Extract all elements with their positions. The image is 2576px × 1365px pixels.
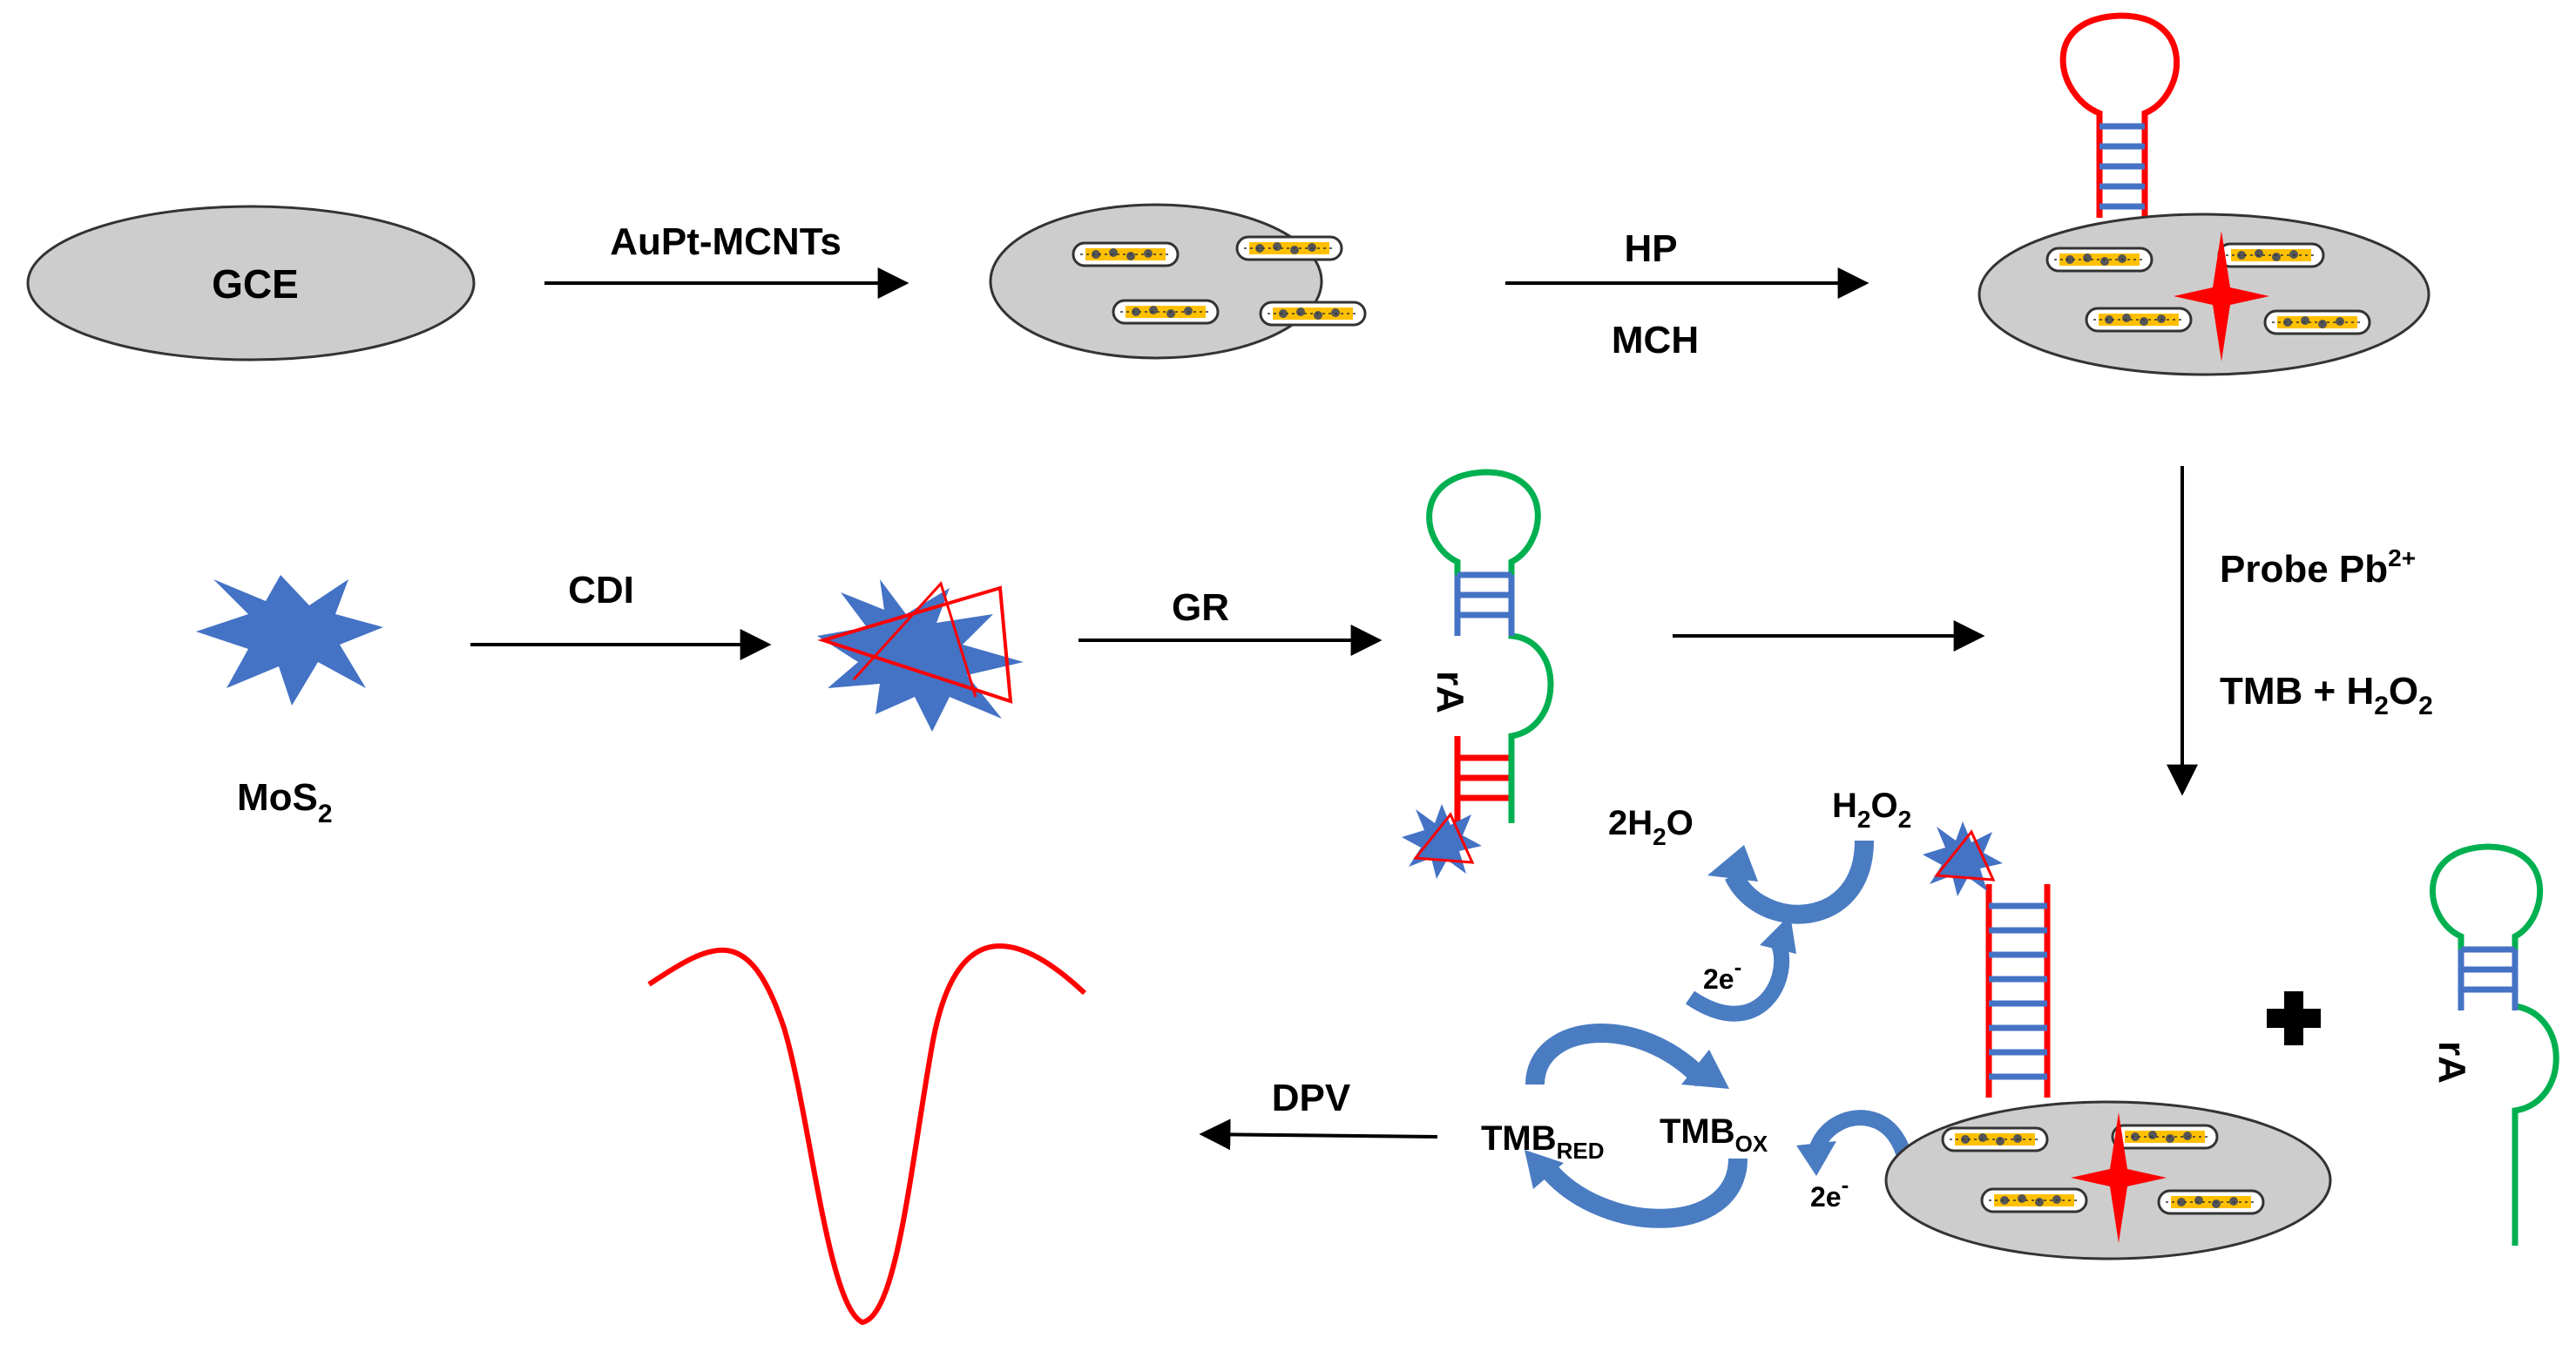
mos2-tag-icon (1400, 802, 1484, 881)
nanotube-icon (2217, 242, 2325, 268)
ra-label: rA (1429, 671, 1471, 713)
nanotube-icon (2085, 307, 2193, 333)
nanotube-icon (1235, 235, 1343, 261)
nanotube-icon (1259, 301, 1367, 327)
tmb-cycle-arrows (1525, 1024, 1748, 1228)
two-e-lower-label: 2e- (1810, 1172, 1849, 1213)
gr-probe (1400, 469, 1554, 881)
gce-electrode (26, 205, 476, 362)
dpv-curve (647, 943, 1087, 1326)
final-electrode (1884, 820, 2332, 1260)
nanotube-icon (1112, 299, 1220, 325)
functionalized-mos2 (817, 579, 1024, 732)
dpv-label: DPV (1272, 1077, 1351, 1119)
arrow-dpv (1199, 1118, 1438, 1151)
cdi-label: CDI (568, 569, 634, 612)
h2o2-label: H2O2 (1832, 787, 1911, 833)
ra-released-label: rA (2431, 1041, 2473, 1084)
two-e-upper-label: 2e- (1703, 954, 1741, 995)
released-gr-probe (2429, 843, 2559, 1246)
aupt-mcnts-label: AuPt-MCNTs (610, 220, 842, 263)
probe-label: Probe Pb2+ (2220, 544, 2416, 591)
nanotube-icon (1072, 241, 1180, 267)
tmb-ox-label: TMBOX (1660, 1112, 1768, 1157)
plus-icon (2267, 991, 2321, 1045)
mos2-label: MoS2 (237, 776, 333, 828)
mos2-sheet (196, 575, 383, 706)
nanotube-icon (1941, 1126, 2049, 1152)
gce-label: GCE (212, 261, 299, 307)
nanotube-icon (2157, 1189, 2265, 1215)
hp-label: HP (1624, 227, 1677, 270)
h2o2-reduction-arrow (1707, 840, 1874, 924)
gr-label: GR (1172, 586, 1229, 629)
electron-arrow-upper (1685, 915, 1796, 1022)
nanotube-icon (2263, 309, 2371, 335)
tmb-red-label: TMBRED (1481, 1119, 1605, 1164)
mch-label: MCH (1612, 319, 1699, 362)
tmb-h2o2-label: TMB + H2O2 (2220, 670, 2433, 720)
nanotube-icon (2111, 1124, 2219, 1150)
hp-electrode (1978, 12, 2431, 376)
two-h2o-label: 2H2O (1608, 804, 1694, 850)
nanotube-icon (1980, 1187, 2088, 1213)
nanotube-icon (2045, 247, 2153, 273)
modified-electrode (989, 203, 1367, 360)
